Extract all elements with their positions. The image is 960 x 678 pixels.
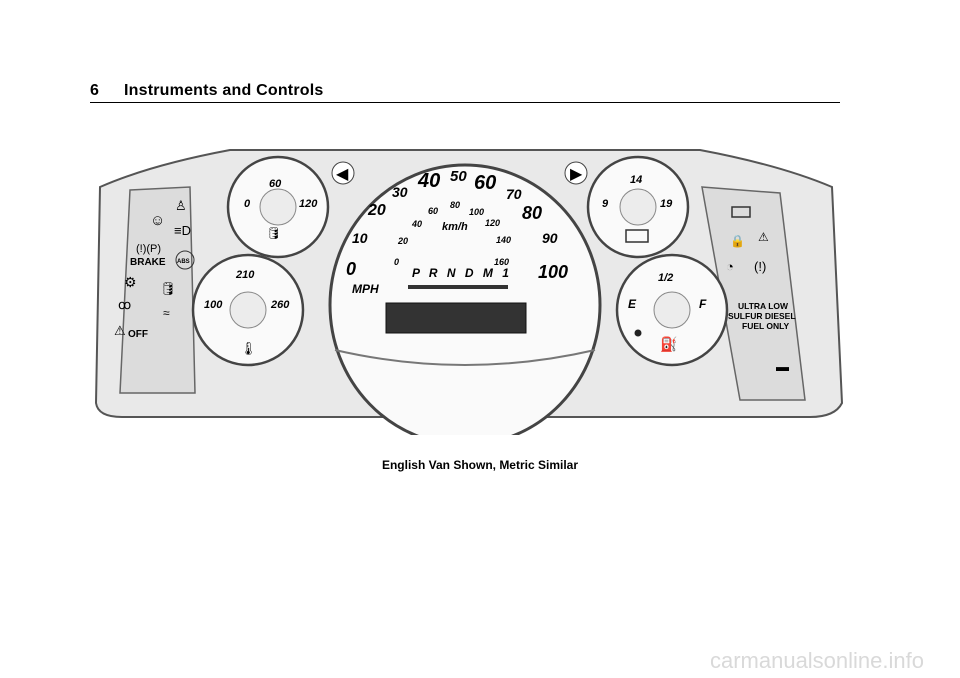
- speedometer-trim: [334, 349, 596, 366]
- brake-label: BRAKE: [130, 257, 166, 268]
- fuel-label-half: 1/2: [658, 272, 673, 284]
- water-in-fuel-icon: ≈: [163, 306, 170, 320]
- left-panel: [119, 186, 196, 394]
- kmh-label-0: 0: [394, 257, 399, 267]
- mph-label-10: 10: [352, 230, 368, 246]
- page-number: 6: [90, 82, 99, 99]
- speedometer-dial: [328, 163, 602, 435]
- kmh-label-20: 20: [397, 236, 408, 246]
- kmh-label-160: 160: [494, 257, 509, 267]
- header-rule: [90, 102, 840, 103]
- mph-label-30: 30: [392, 184, 408, 200]
- left-arrow-icon: ◀: [336, 166, 349, 183]
- abs-icon: [175, 250, 195, 270]
- headlamp-icon: ≡D: [174, 223, 191, 238]
- abs-label: ABS: [177, 259, 190, 265]
- seatbelt-icon: ♙: [175, 198, 187, 213]
- mph-label-100: 100: [538, 262, 568, 282]
- temp-label-210: 210: [235, 269, 255, 281]
- fuel-label-e: E: [628, 297, 637, 311]
- left-turn-signal: [331, 161, 355, 185]
- kmh-label-140: 140: [496, 235, 511, 245]
- oil-label-0: 0: [244, 198, 251, 210]
- off-label: OFF: [128, 329, 148, 340]
- right-turn-signal: [564, 161, 588, 185]
- watermark: carmanualsonline.info: [709, 648, 924, 673]
- brake-warning-icon: (!)(P): [136, 243, 161, 255]
- mph-label-20: 20: [367, 202, 386, 219]
- fuel-notice-line-3: FUEL ONLY: [742, 321, 790, 331]
- oil-can-icon: 🛢: [266, 226, 281, 240]
- temperature-hub: [229, 291, 267, 329]
- prndl-indicator: P R N D M 1: [412, 266, 512, 280]
- kmh-label-80: 80: [450, 200, 460, 210]
- kmh-label-120: 120: [485, 218, 500, 228]
- coolant-icon: 🌡: [240, 341, 257, 356]
- right-panel: [701, 186, 806, 401]
- cruise-icon: ◔: [726, 259, 734, 274]
- instrument-cluster-illustration: ◀ ▶ 0 60 120 🛢 210 100 260 🌡 0 10 20 30 …: [94, 149, 844, 435]
- stability-icon: ⚠: [758, 230, 769, 244]
- temp-label-260: 260: [270, 299, 290, 311]
- volt-label-19: 19: [660, 198, 673, 210]
- oil-label-120: 120: [299, 198, 318, 210]
- fuel-notice-line-1: ULTRA LOW: [738, 301, 789, 311]
- low-oil-icon: 🛢: [160, 281, 177, 296]
- fuel-notice-line-2: SULFUR DIESEL: [728, 311, 796, 321]
- voltmeter-hub: [619, 188, 657, 226]
- mph-label-80: 80: [522, 203, 542, 223]
- oil-label-60: 60: [269, 178, 282, 190]
- security-icon: 🔒: [730, 234, 745, 248]
- mph-unit: MPH: [352, 282, 379, 296]
- check-engine-icon: ⚙: [124, 274, 137, 290]
- mph-label-50: 50: [450, 168, 467, 185]
- mph-label-40: 40: [417, 170, 440, 192]
- figure-caption: English Van Shown, Metric Similar: [381, 458, 579, 472]
- traction-off-icon: ⚠: [114, 323, 126, 338]
- kmh-label-60: 60: [428, 206, 438, 216]
- kmh-unit: km/h: [442, 221, 468, 233]
- battery-icon: [625, 229, 649, 243]
- charging-icon: [731, 206, 751, 218]
- prndl-bar: [408, 285, 508, 289]
- mph-label-60: 60: [474, 172, 496, 194]
- fuel-dot-icon: [634, 329, 642, 337]
- section-title: Instruments and Controls: [124, 82, 324, 99]
- airbag-icon: ☺: [150, 212, 165, 229]
- page-header: 6 Instruments and Controls: [90, 82, 840, 104]
- odometer-display: [385, 302, 527, 334]
- kmh-label-100: 100: [469, 207, 484, 217]
- volt-label-9: 9: [602, 198, 609, 210]
- kmh-label-40: 40: [411, 219, 422, 229]
- right-arrow-icon: ▶: [570, 166, 583, 183]
- mph-label-90: 90: [542, 230, 558, 246]
- tire-pressure-icon: (!): [754, 259, 766, 274]
- fuel-label-f: F: [699, 297, 707, 311]
- trailer-icon: ▬: [776, 359, 789, 374]
- instrument-cluster-figure: ◀ ▶ 0 60 120 🛢 210 100 260 🌡 0 10 20 30 …: [90, 135, 850, 435]
- fuel-pump-icon: ⛽: [660, 336, 677, 353]
- volt-label-14: 14: [630, 174, 642, 186]
- fuel-hub: [653, 291, 691, 329]
- glow-plug-icon: ꝏ: [118, 297, 131, 312]
- mph-label-0: 0: [346, 259, 356, 279]
- oil-pressure-hub: [259, 188, 297, 226]
- mph-label-70: 70: [506, 186, 522, 202]
- temp-label-100: 100: [204, 299, 223, 311]
